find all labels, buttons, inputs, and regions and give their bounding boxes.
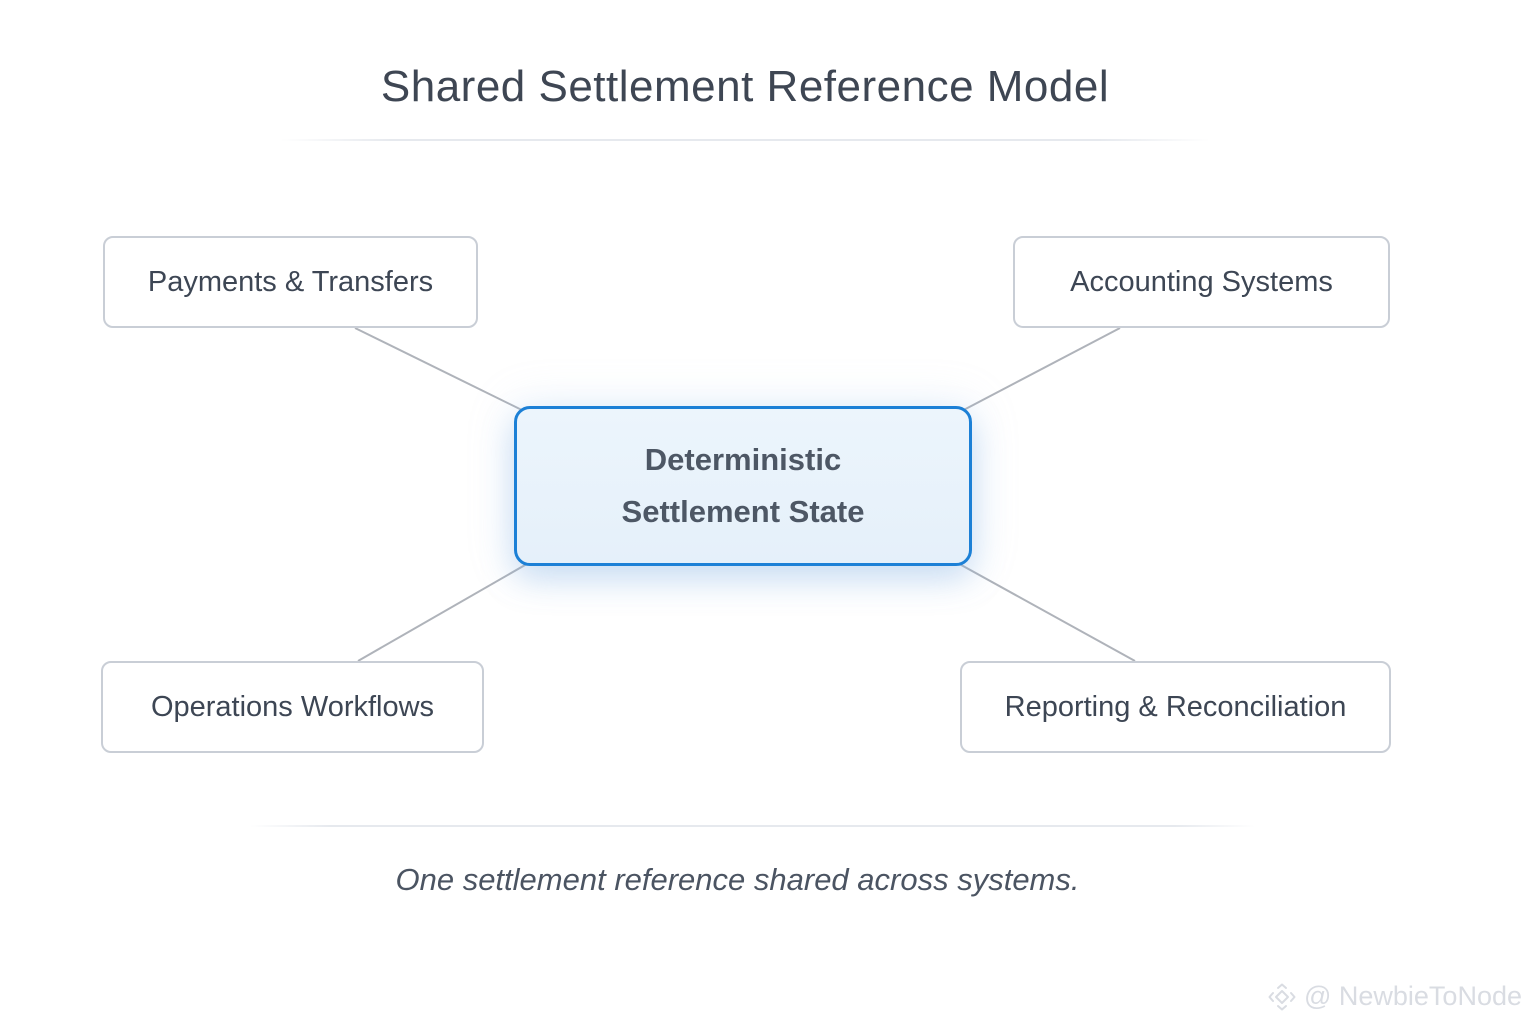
connector-line-top-left [354, 327, 531, 415]
node-accounting-systems: Accounting Systems [1013, 236, 1390, 328]
title-divider [280, 139, 1210, 141]
node-label: Operations Workflows [150, 690, 435, 723]
diamond-logo-icon [1268, 983, 1296, 1010]
caption-text: One settlement reference shared across s… [395, 862, 1080, 897]
caption-divider [250, 825, 1255, 827]
connector-line-top-right [955, 327, 1121, 415]
node-label: Payments & Transfers [147, 265, 434, 298]
node-label: Accounting Systems [1070, 265, 1333, 298]
node-payments-transfers: Payments & Transfers [103, 236, 478, 328]
center-node-label-line1: Deterministic [644, 442, 842, 477]
center-node-label-line2: Settlement State [621, 494, 865, 529]
node-label: Reporting & Reconciliation [1004, 690, 1347, 723]
node-operations-workflows: Operations Workflows [101, 661, 484, 753]
watermark: @ NewbieToNode [1268, 981, 1522, 1012]
node-deterministic-settlement-state: Deterministic Settlement State [514, 406, 972, 566]
page-title: Shared Settlement Reference Model [380, 62, 1110, 111]
node-reporting-reconciliation: Reporting & Reconciliation [960, 661, 1391, 753]
connector-line-bottom-left [357, 560, 533, 662]
watermark-text: @ NewbieToNode [1303, 981, 1522, 1011]
connector-line-bottom-right [953, 560, 1136, 662]
